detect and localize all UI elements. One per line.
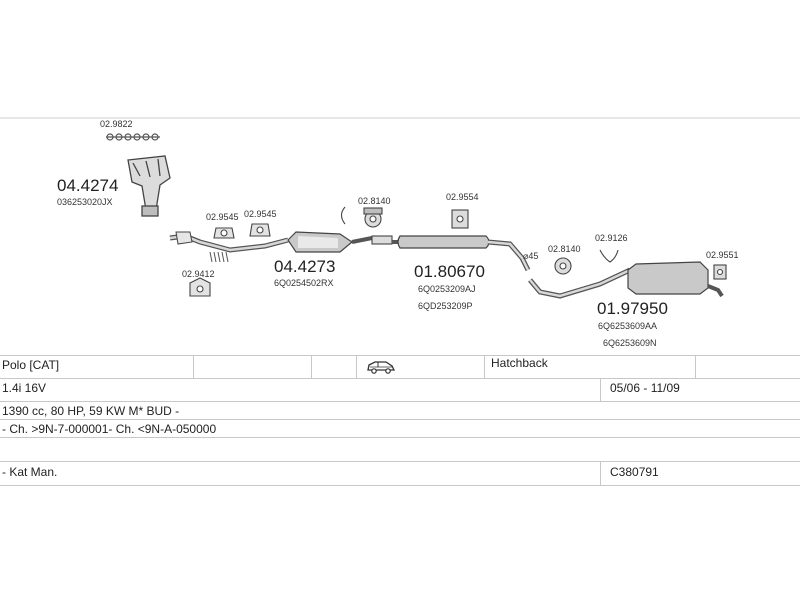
oem-number: 6Q6253609AA: [598, 321, 658, 331]
row-divider: [0, 461, 800, 462]
part-number: 02.9545: [244, 209, 277, 219]
vehicle-model: Polo [CAT]: [2, 358, 60, 372]
part-number: 04.4274: [57, 176, 119, 195]
exhaust-drawing: [0, 117, 800, 299]
gasket-icon: [189, 277, 211, 297]
hanger-icon: [713, 264, 727, 280]
part-number: 02.8140: [358, 196, 391, 206]
manifold-icon: [127, 155, 171, 217]
oem-number: 6Q6253609N: [603, 338, 657, 348]
catalyst-icon: [287, 231, 373, 253]
production-period: 05/06 - 11/09: [610, 381, 680, 395]
oem-number: 6QD253209P: [418, 301, 473, 311]
engine-specs: 1390 cc, 80 HP, 59 KW M* BUD -: [2, 404, 180, 418]
hanger-icon: [451, 209, 469, 229]
hanger-icon: [340, 206, 383, 228]
col-divider: [600, 378, 601, 401]
car-icon: [366, 359, 396, 375]
part-number: 02.9551: [706, 250, 739, 260]
joint-icon: [371, 235, 393, 245]
col-divider: [695, 355, 696, 378]
col-divider: [484, 355, 485, 378]
oem-number: 036253020JX: [57, 197, 113, 207]
body-type: Hatchback: [491, 356, 548, 370]
oem-number: 6Q0253209AJ: [418, 284, 476, 294]
catalog-code: C380791: [610, 465, 659, 479]
part-number: 02.8140: [548, 244, 581, 254]
note-text: - Kat Man.: [2, 465, 58, 479]
col-divider: [600, 461, 601, 485]
hanger-icon: [554, 257, 572, 275]
part-number: 02.9822: [100, 119, 133, 129]
row-divider: [0, 401, 800, 402]
hanger-icon: [599, 249, 619, 263]
oem-number: 6Q0254502RX: [274, 278, 334, 288]
diameter-label: ⌀45: [523, 251, 539, 261]
row-divider: [0, 485, 800, 486]
part-number: 02.9554: [446, 192, 479, 202]
front-pipe-icon: [169, 231, 289, 253]
rear-pipe-icon: [528, 267, 632, 299]
col-divider: [311, 355, 312, 378]
col-divider: [193, 355, 194, 378]
gasket-icon: [213, 223, 271, 239]
spring-icon: [209, 251, 229, 263]
middle-silencer-icon: [392, 235, 531, 272]
part-number: 01.80670: [414, 262, 485, 281]
rear-silencer-icon: [627, 261, 724, 298]
row-divider: [0, 355, 800, 356]
part-number: 02.9545: [206, 212, 239, 222]
row-divider: [0, 419, 800, 420]
part-number: 02.9412: [182, 269, 215, 279]
part-number: 04.4273: [274, 257, 336, 276]
row-divider: [0, 437, 800, 438]
engine-label: 1.4i 16V: [2, 381, 47, 395]
col-divider: [356, 355, 357, 378]
clamp-chain-icon: [106, 133, 160, 141]
chassis-range: - Ch. >9N-7-000001- Ch. <9N-A-050000: [2, 422, 217, 436]
part-number: 02.9126: [595, 233, 628, 243]
row-divider: [0, 378, 800, 379]
part-number: 01.97950: [597, 299, 668, 318]
